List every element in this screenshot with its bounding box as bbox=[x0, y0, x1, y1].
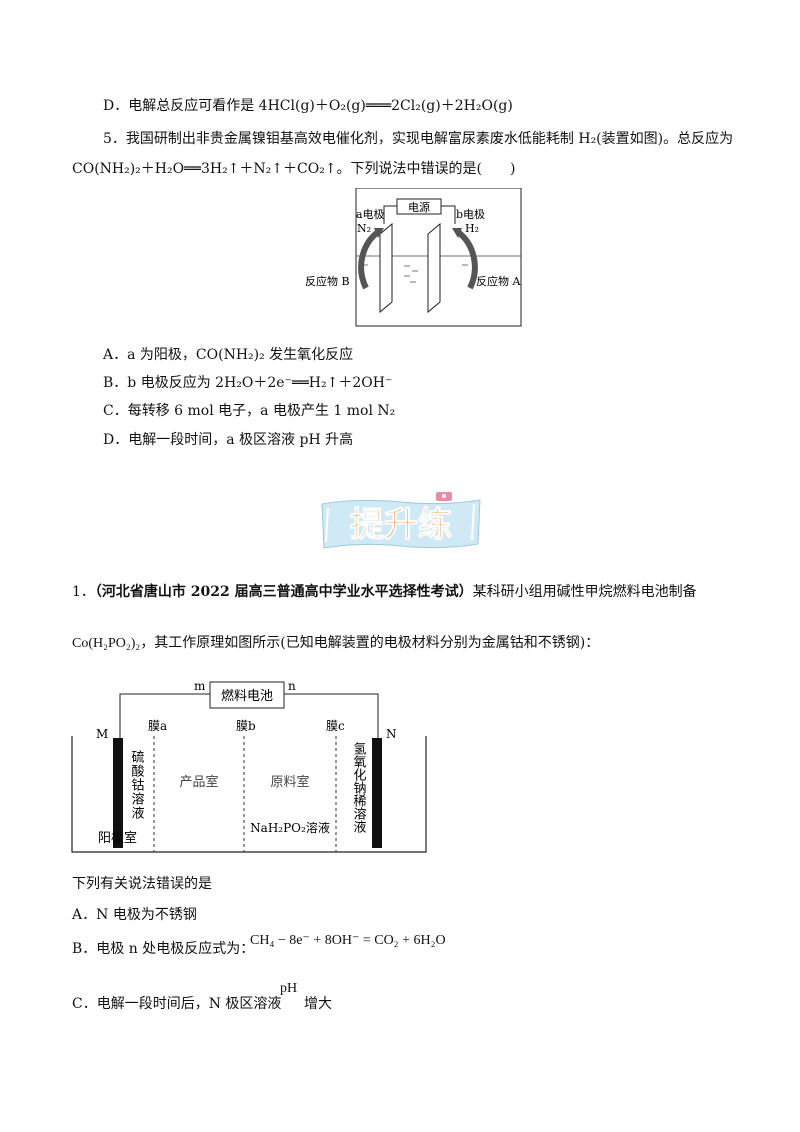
n2-label: N₂ bbox=[357, 222, 371, 235]
option-text: b 电极反应为 2H₂O＋2e⁻══H₂↑＋2OH⁻ bbox=[127, 375, 393, 391]
reactant-a-arrow bbox=[456, 229, 478, 290]
option-letter: A． bbox=[72, 907, 97, 923]
p1-stem-line2: Co(H₂PO₂)₂，其工作原理如图所示(已知电解装置的电极材料分别为金属钴和不… bbox=[72, 634, 599, 653]
wire-right bbox=[441, 205, 456, 224]
compound-formula: Co(H₂PO₂)₂ bbox=[72, 636, 141, 651]
banner-title: 提升练 bbox=[350, 505, 452, 545]
q5-option-c: C．每转移 6 mol 电子，a 电极产生 1 mol N₂ bbox=[103, 402, 395, 420]
problem-stem-cont: ，其工作原理如图所示(已知电解装置的电极材料分别为金属钴和不锈钢)： bbox=[140, 635, 600, 651]
option-letter: B． bbox=[72, 941, 97, 957]
p1-option-c: C．电解一段时间后，N 极区溶液 bbox=[72, 995, 281, 1013]
solution-dashes bbox=[362, 264, 468, 283]
N-label: N bbox=[386, 727, 397, 741]
membrane-b-label: 膜b bbox=[236, 719, 256, 733]
a-electrode-plate bbox=[379, 222, 393, 314]
p1-prompt: 下列有关说法错误的是 bbox=[72, 876, 212, 892]
M-label: M bbox=[96, 727, 108, 741]
problem-source: （河北省唐山市 2022 届高三普通高中学业水平选择性考试） bbox=[94, 584, 473, 600]
p1-option-b: B．电极 n 处电极反应式为： bbox=[72, 940, 254, 958]
right-solution-label: 氢氧化钠稀溶液 bbox=[351, 742, 367, 833]
a-electrode-label: a电极 bbox=[356, 207, 385, 221]
option-letter: C． bbox=[72, 996, 97, 1012]
reactant-b-label: 反应物 B bbox=[305, 274, 350, 288]
M-electrode bbox=[113, 738, 123, 848]
option-letter: D． bbox=[103, 432, 129, 448]
raw-room-label: 原料室 bbox=[270, 774, 309, 790]
reactant-b-arrowhead bbox=[374, 228, 384, 238]
raw-solution-label: NaH₂PO₂溶液 bbox=[250, 820, 330, 835]
electrolysis-figure: 电源 a电极 b电极 N₂ H₂ 反应物 B 反应物 A bbox=[305, 188, 522, 327]
banner-band bbox=[321, 499, 481, 549]
option-text: a 为阳极，CO(NH₂)₂ 发生氧化反应 bbox=[127, 347, 354, 363]
p1-option-c-tail: 增大 bbox=[304, 996, 332, 1012]
option-letter: A． bbox=[103, 347, 128, 363]
fuel-cell-box bbox=[209, 681, 285, 709]
h2-label: H₂ bbox=[465, 222, 479, 235]
power-supply-box bbox=[396, 198, 442, 215]
figure-frame bbox=[355, 188, 522, 327]
option-text: 电解总反应可看作是 4HCl(g)＋O₂(g)═══2Cl₂(g)＋2H₂O(g… bbox=[128, 98, 513, 114]
option-text: 电解一段时间，a 极区溶液 pH 升高 bbox=[128, 432, 354, 448]
section-banner: 提升练 bbox=[321, 492, 481, 549]
fuel-cell-label: 燃料电池 bbox=[221, 688, 273, 704]
option-letter: B． bbox=[103, 375, 128, 391]
reactant-b-arrow bbox=[358, 229, 380, 290]
m-label: m bbox=[194, 679, 206, 693]
p1-option-b-formula: CH₄ − 8e⁻ + 8OH⁻ = CO₂ + 6H₂O bbox=[250, 933, 446, 948]
power-supply-label: 电源 bbox=[408, 200, 430, 214]
n-label: n bbox=[288, 679, 296, 693]
b-electrode-label: b电极 bbox=[456, 207, 485, 221]
p1-option-a: A．N 电极为不锈钢 bbox=[72, 906, 197, 924]
reactant-a-label: 反应物 A bbox=[476, 274, 521, 288]
wire-left bbox=[383, 205, 397, 224]
reactant-a-arrowhead bbox=[452, 228, 462, 238]
problem-stem: 某科研小组用碱性甲烷燃料电池制备 bbox=[472, 584, 697, 600]
option-text: 每转移 6 mol 电子，a 电极产生 1 mol N₂ bbox=[127, 403, 396, 419]
wire-n bbox=[284, 693, 379, 738]
left-solution-label: 硫酸钴溶液 bbox=[129, 750, 145, 820]
banner-edge-highlight bbox=[325, 503, 475, 543]
option-text: 电极 n 处电极反应式为： bbox=[96, 941, 255, 957]
product-room-label: 产品室 bbox=[179, 774, 218, 790]
q5-option-b: B．b 电极反应为 2H₂O＋2e⁻══H₂↑＋2OH⁻ bbox=[103, 374, 392, 392]
wire-m bbox=[119, 693, 210, 738]
N-electrode bbox=[372, 738, 382, 848]
b-electrode-plate bbox=[427, 222, 441, 314]
membrane-c-label: 膜c bbox=[326, 719, 345, 733]
q5-stem-line1: 5．我国研制出非贵金属镍钼基高效电催化剂，实现电解富尿素废水低能耗制 H₂(装置… bbox=[103, 131, 734, 147]
option-letter: C． bbox=[103, 403, 128, 419]
q4-option-d: D．电解总反应可看作是 4HCl(g)＋O₂(g)═══2Cl₂(g)＋2H₂O… bbox=[103, 97, 513, 115]
membrane-a-label: 膜a bbox=[148, 719, 167, 733]
q5-stem-line2: CO(NH₂)₂＋H₂O══3H₂↑＋N₂↑＋CO₂↑。下列说法中错误的是( ) bbox=[72, 161, 516, 177]
q5-option-a: A．a 为阳极，CO(NH₂)₂ 发生氧化反应 bbox=[103, 346, 353, 364]
p1-option-c-ph: pH bbox=[280, 981, 298, 996]
option-text: N 电极为不锈钢 bbox=[96, 907, 197, 923]
q5-option-d: D．电解一段时间，a 极区溶液 pH 升高 bbox=[103, 431, 353, 449]
option-letter: D． bbox=[103, 98, 129, 114]
option-text: 电解一段时间后，N 极区溶液 bbox=[96, 996, 282, 1012]
tank bbox=[71, 736, 427, 853]
p1-stem-line1: 1．（河北省唐山市 2022 届高三普通高中学业水平选择性考试）某科研小组用碱性… bbox=[72, 583, 697, 601]
electrolysis-cell-figure: 燃料电池 m n M N 膜a 膜b 膜c 硫酸钴溶液 氢氧化钠稀溶液 产品室 … bbox=[71, 679, 427, 853]
problem-number: 1． bbox=[72, 584, 95, 600]
banner-clip-hole bbox=[442, 494, 446, 498]
anode-room-label: 阳极室 bbox=[98, 830, 137, 846]
